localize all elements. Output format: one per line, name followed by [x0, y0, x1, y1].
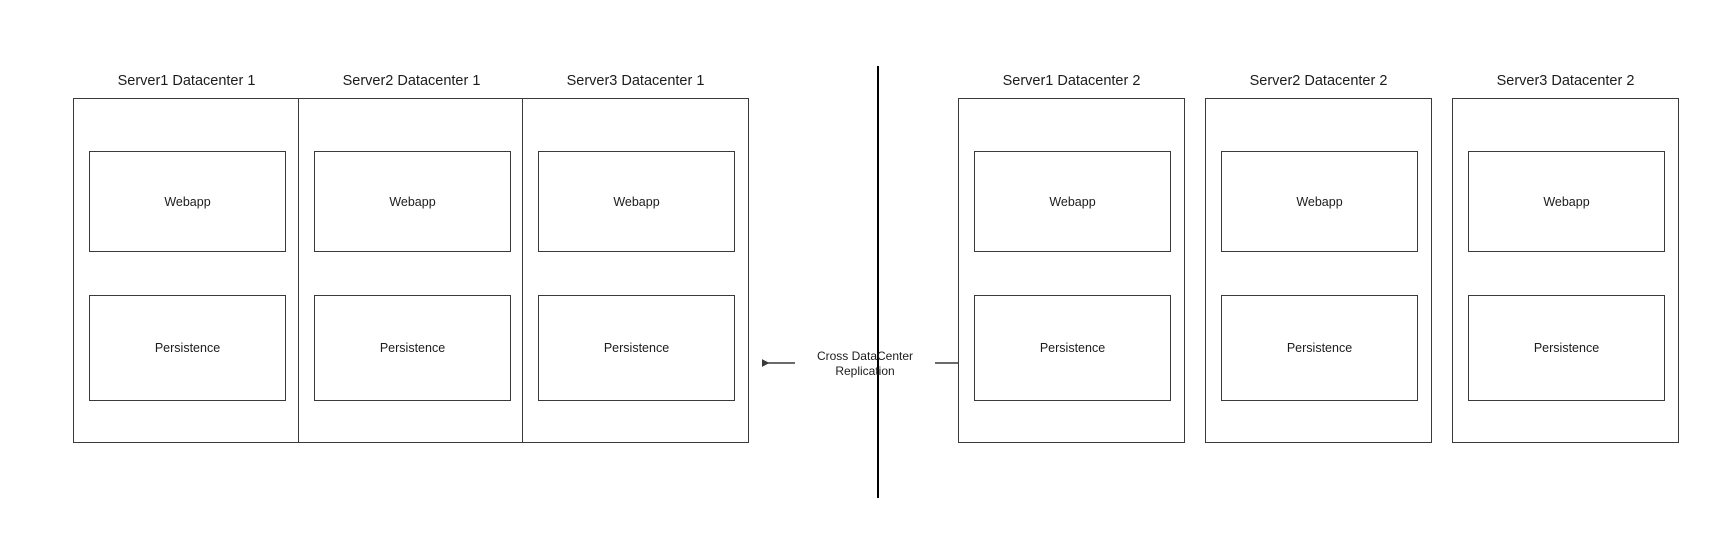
cross-datacenter-replication-connector[interactable]: Cross DataCenter Replication	[740, 335, 990, 405]
server-box-server2-dc2[interactable]: Webapp Persistence	[1205, 98, 1432, 443]
server-header-server2-dc1: Server2 Datacenter 1	[342, 73, 481, 89]
component-label: Persistence	[1286, 341, 1353, 355]
component-persistence-server1-dc1[interactable]: Persistence	[89, 295, 286, 401]
component-persistence-server3-dc2[interactable]: Persistence	[1468, 295, 1665, 401]
component-label: Webapp	[613, 194, 660, 209]
component-persistence-server2-dc2[interactable]: Persistence	[1221, 295, 1418, 401]
component-webapp-server1-dc1[interactable]: Webapp	[89, 151, 286, 252]
component-label: Persistence	[1039, 341, 1106, 355]
component-webapp-server1-dc2[interactable]: Webapp	[974, 151, 1171, 252]
component-webapp-server2-dc1[interactable]: Webapp	[314, 151, 511, 252]
component-label: Persistence	[1533, 341, 1600, 355]
server-header-server3-dc2: Server3 Datacenter 2	[1496, 73, 1635, 89]
component-label: Persistence	[154, 341, 221, 355]
server-header-server1-dc1: Server1 Datacenter 1	[117, 73, 256, 89]
replication-label-line1: Cross DataCenter	[816, 349, 914, 363]
component-label: Webapp	[1296, 194, 1343, 209]
server-box-server3-dc1[interactable]: Webapp Persistence	[522, 98, 749, 443]
datacenter-divider-line	[877, 66, 880, 498]
replication-label-line2: Replication	[835, 364, 895, 378]
component-label: Webapp	[1049, 194, 1096, 209]
component-webapp-server3-dc1[interactable]: Webapp	[538, 151, 735, 252]
component-webapp-server3-dc2[interactable]: Webapp	[1468, 151, 1665, 252]
server-box-server2-dc1[interactable]: Webapp Persistence	[298, 98, 525, 443]
component-label: Persistence	[379, 341, 446, 355]
component-persistence-server1-dc2[interactable]: Persistence	[974, 295, 1171, 401]
component-persistence-server2-dc1[interactable]: Persistence	[314, 295, 511, 401]
server-box-server3-dc2[interactable]: Webapp Persistence	[1452, 98, 1679, 443]
server-header-server3-dc1: Server3 Datacenter 1	[566, 73, 705, 89]
component-label: Webapp	[389, 194, 436, 209]
server-box-server1-dc2[interactable]: Webapp Persistence	[958, 98, 1185, 443]
component-persistence-server3-dc1[interactable]: Persistence	[538, 295, 735, 401]
component-webapp-server2-dc2[interactable]: Webapp	[1221, 151, 1418, 252]
component-label: Webapp	[164, 194, 211, 209]
component-label: Persistence	[603, 341, 670, 355]
server-header-server1-dc2: Server1 Datacenter 2	[1002, 73, 1141, 89]
server-header-server2-dc2: Server2 Datacenter 2	[1249, 73, 1388, 89]
component-label: Webapp	[1543, 194, 1590, 209]
server-box-server1-dc1[interactable]: Webapp Persistence	[73, 98, 300, 443]
